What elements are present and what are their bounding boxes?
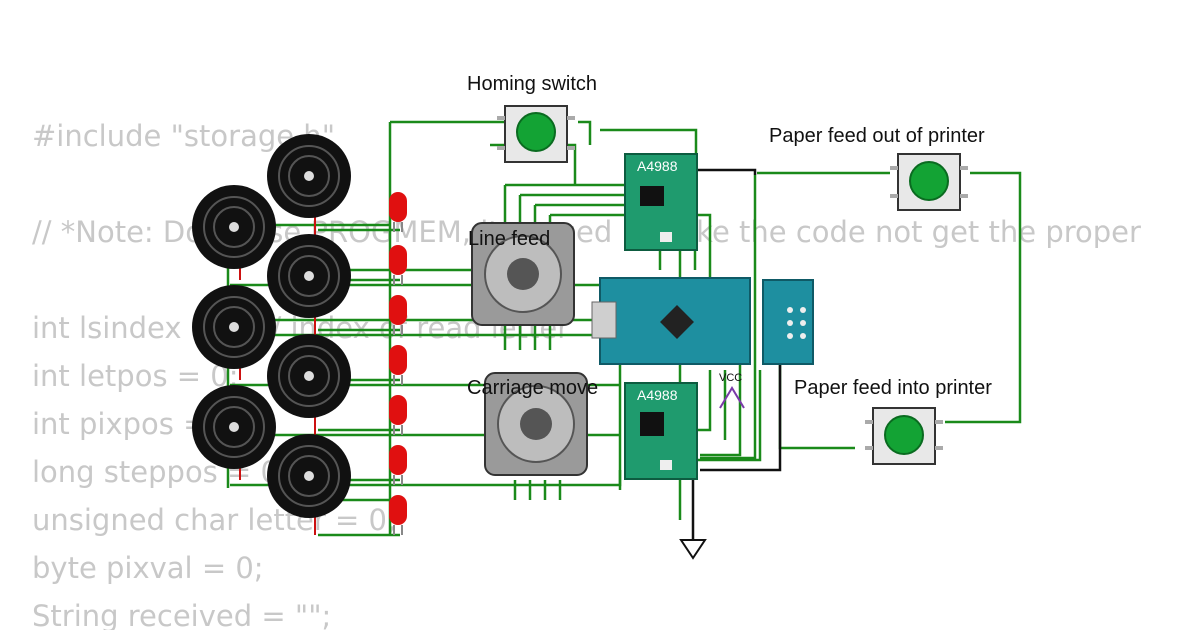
carriage-move-label: Carriage move	[467, 377, 599, 399]
stepper-motor-icon	[484, 372, 588, 476]
vcc-symbol	[719, 386, 745, 409]
buzzer-icon	[192, 385, 276, 469]
stepper-motor-icon	[471, 222, 575, 326]
homing-switch-label: Homing switch	[467, 73, 598, 95]
buzzer-icon	[192, 285, 276, 369]
pushbutton-icon[interactable]	[865, 407, 943, 465]
a4988-driver-icon	[624, 153, 698, 251]
line-feed-label: Line feed	[468, 228, 551, 250]
buzzer-icon	[267, 334, 351, 418]
pushbutton-icon[interactable]	[890, 153, 968, 211]
buzzer-icon	[267, 234, 351, 318]
paper-feed-in-label: Paper feed into printer	[794, 377, 992, 399]
driver-bottom-label: A4988	[637, 387, 678, 403]
led-icon	[389, 245, 407, 285]
led-icon	[389, 295, 407, 335]
a4988-driver-icon	[624, 382, 698, 480]
led-icon	[389, 495, 407, 535]
code-line: String received = "";	[32, 599, 332, 630]
led-icon	[389, 345, 407, 385]
pushbutton-icon[interactable]	[497, 105, 575, 163]
vcc-label: VCC	[719, 372, 743, 384]
buzzer-icon	[267, 134, 351, 218]
paper-feed-out-label: Paper feed out of printer	[769, 125, 985, 147]
buzzer-icon	[267, 434, 351, 518]
led-icon	[389, 445, 407, 485]
buzzer-icon	[192, 185, 276, 269]
led-icon	[389, 192, 407, 232]
code-line: long steppos = 0;	[32, 455, 289, 489]
code-line: byte pixval = 0;	[32, 551, 264, 585]
ground-icon	[679, 520, 707, 560]
led-icon	[389, 395, 407, 435]
arduino-nano-icon	[591, 277, 814, 365]
driver-top-label: A4988	[637, 158, 678, 174]
